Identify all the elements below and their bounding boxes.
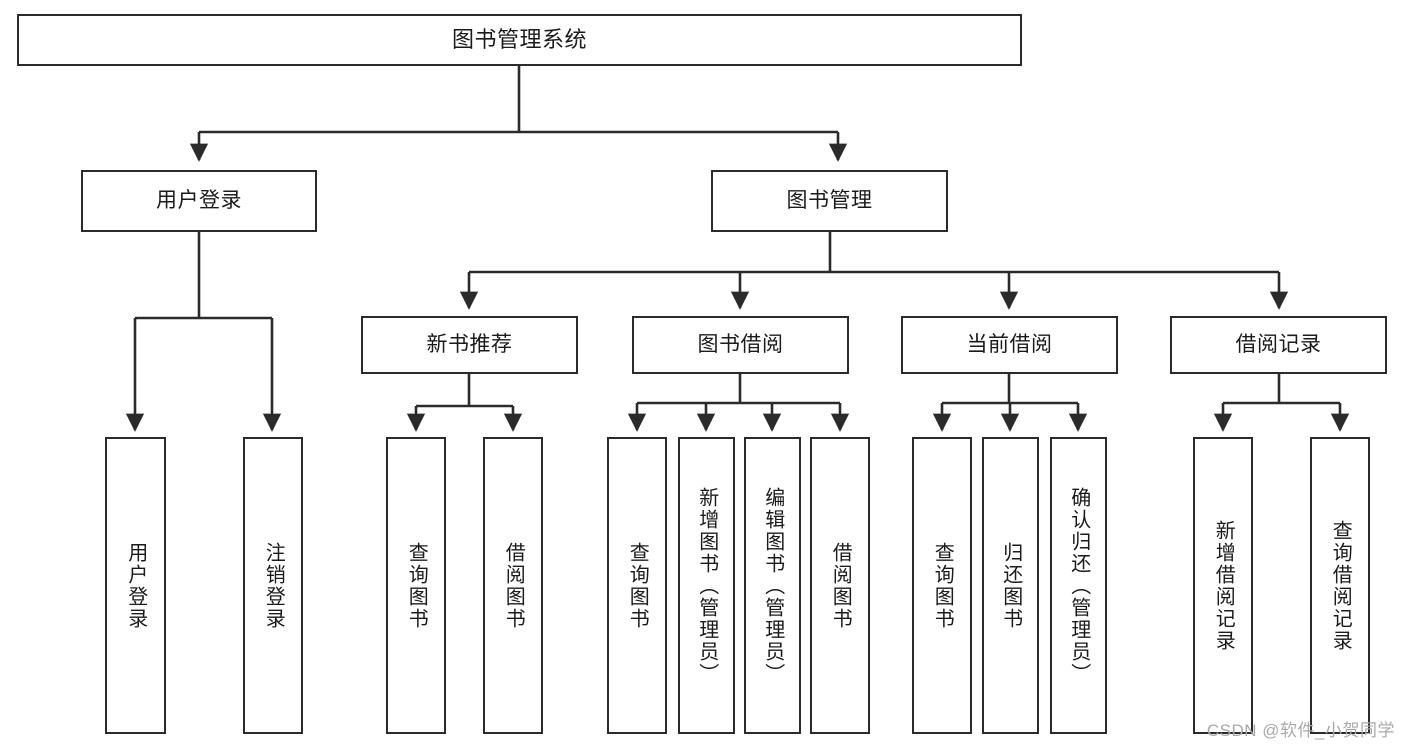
node-leaf-add-record[interactable]: 新增借阅记录 <box>1193 437 1253 734</box>
node-leaf-query-record[interactable]: 查询借阅记录 <box>1310 437 1370 734</box>
node-label: 新书推荐 <box>426 332 513 356</box>
node-label: 编辑图书（管理员） <box>761 486 784 685</box>
node-label: 新增借阅记录 <box>1212 519 1235 652</box>
node-leaf-borrow-book-2[interactable]: 借阅图书 <box>810 437 870 734</box>
node-label: 查询图书 <box>626 541 649 630</box>
node-leaf-query-book-3[interactable]: 查询图书 <box>912 437 972 734</box>
node-leaf-logout[interactable]: 注销登录 <box>243 437 303 734</box>
node-label: 借阅图书 <box>502 541 525 630</box>
node-new-book-recommend[interactable]: 新书推荐 <box>361 316 578 374</box>
node-label: 借阅记录 <box>1235 332 1322 356</box>
node-borrow-record[interactable]: 借阅记录 <box>1170 316 1387 374</box>
watermark-text: CSDN @软件_小贺同学 <box>1206 721 1395 740</box>
node-leaf-edit-book[interactable]: 编辑图书（管理员） <box>744 437 801 734</box>
node-user-login[interactable]: 用户登录 <box>81 170 317 232</box>
node-leaf-query-book-1[interactable]: 查询图书 <box>386 437 446 734</box>
node-book-borrow[interactable]: 图书借阅 <box>632 316 849 374</box>
node-label: 图书管理 <box>786 188 873 212</box>
node-label: 图书借阅 <box>697 332 784 356</box>
node-label: 图书管理系统 <box>451 27 587 53</box>
node-leaf-add-book[interactable]: 新增图书（管理员） <box>678 437 735 734</box>
node-label: 查询图书 <box>931 541 954 630</box>
node-label: 新增图书（管理员） <box>695 486 718 685</box>
node-book-management[interactable]: 图书管理 <box>711 170 948 232</box>
node-leaf-confirm-return[interactable]: 确认归还（管理员） <box>1050 437 1107 734</box>
node-leaf-user-login[interactable]: 用户登录 <box>105 437 166 734</box>
node-leaf-query-book-2[interactable]: 查询图书 <box>607 437 667 734</box>
node-label: 确认归还（管理员） <box>1067 486 1090 685</box>
node-leaf-borrow-book-1[interactable]: 借阅图书 <box>483 437 543 734</box>
node-label: 注销登录 <box>262 541 285 630</box>
node-current-borrow[interactable]: 当前借阅 <box>901 316 1118 374</box>
node-label: 用户登录 <box>156 188 242 212</box>
node-label: 当前借阅 <box>966 332 1053 356</box>
node-root-system[interactable]: 图书管理系统 <box>17 14 1022 66</box>
node-leaf-return-book[interactable]: 归还图书 <box>982 437 1039 734</box>
node-label: 借阅图书 <box>829 541 852 630</box>
node-label: 查询图书 <box>405 541 428 630</box>
node-label: 用户登录 <box>124 541 147 630</box>
node-label: 查询借阅记录 <box>1329 519 1352 652</box>
node-label: 归还图书 <box>999 541 1022 630</box>
